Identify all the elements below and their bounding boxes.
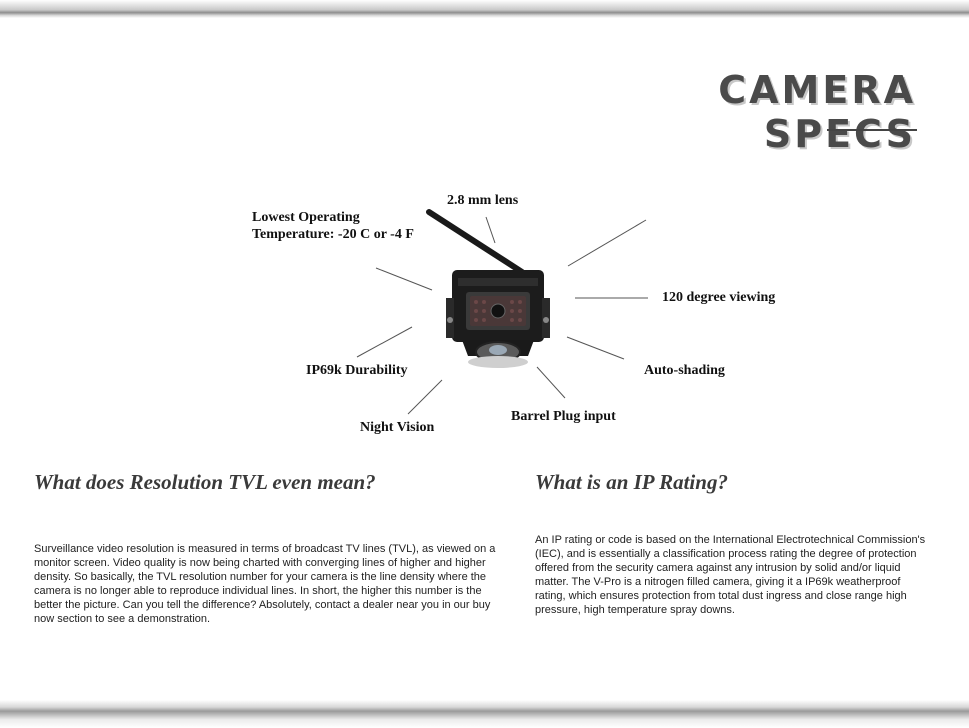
- section-body-tvl: Surveillance video resolution is measure…: [34, 543, 496, 625]
- section-heading-tvl: What does Resolution TVL even mean?: [34, 470, 376, 494]
- mount-reflection: [468, 356, 528, 368]
- bottom-shadow-bar: [0, 700, 969, 728]
- spec-durability: IP69k Durability: [306, 363, 408, 378]
- spec-shading: Auto-shading: [644, 363, 725, 378]
- title-underline: [827, 129, 917, 131]
- page-title: Camera Specs: [718, 68, 916, 156]
- antenna: [426, 209, 525, 275]
- camera-spec-diagram: 2.8 mm lens Lowest Operating Temperature…: [252, 193, 776, 435]
- section-body-ip: An IP rating or code is based on the Int…: [535, 534, 926, 616]
- callout-line-durability: [356, 326, 413, 358]
- spec-lens: 2.8 mm lens: [447, 193, 519, 208]
- lens: [490, 303, 506, 319]
- section-heading-ip: What is an IP Rating?: [535, 470, 728, 494]
- spec-viewing: 120 degree viewing: [662, 290, 776, 305]
- top-shadow-bar: [0, 0, 969, 18]
- spec-barrel-plug: Barrel Plug input: [511, 409, 616, 424]
- callout-line-temp: [375, 267, 433, 291]
- callout-line-shading: [566, 336, 625, 360]
- callout-line-barrel: [536, 366, 566, 399]
- camera-illustration: [356, 209, 648, 415]
- spec-night-vision: Night Vision: [360, 420, 435, 435]
- callout-line-night: [407, 379, 443, 415]
- callout-line-lens: [485, 216, 496, 244]
- callout-line-upper-right: [567, 219, 647, 267]
- spec-temp-line2: Temperature: -20 C or -4 F: [252, 227, 414, 242]
- spec-temp-line1: Lowest Operating: [252, 210, 360, 225]
